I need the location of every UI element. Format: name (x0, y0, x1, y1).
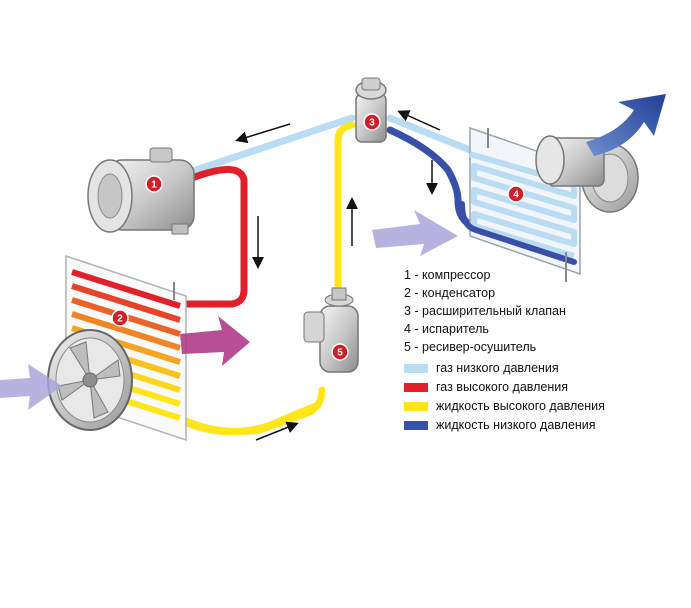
legend-item-low-pressure-liquid: жидкость низкого давления (404, 418, 596, 432)
component-badge-number: 1 (151, 180, 157, 191)
component-label-3: 3 - расширительный клапан (404, 304, 566, 318)
pipe-low-pressure-gas (186, 114, 356, 176)
component-badge-3: 3 (363, 113, 381, 131)
legend-swatch (404, 383, 428, 393)
pipe-low-pressure-gas-evaporator (386, 114, 479, 156)
pipe-high-pressure-gas (174, 166, 248, 308)
airflow-in-condenser-arrow (0, 364, 62, 410)
component-badge-4: 4 (507, 185, 525, 203)
legend-label: газ низкого давления (436, 361, 559, 375)
pipe-low-pressure-liquid (386, 126, 484, 232)
legend-swatch (404, 421, 428, 431)
component-label-1: 1 - компрессор (404, 268, 491, 282)
flow-arrow-to-receiver (255, 421, 299, 441)
legend-swatch (404, 364, 428, 374)
flow-arrow-to-valve (397, 110, 441, 131)
legend-item-high-pressure-liquid: жидкость высокого давления (404, 399, 605, 413)
component-badge-5: 5 (331, 343, 349, 361)
component-badge-number: 2 (117, 314, 123, 325)
component-badge-number: 3 (369, 118, 375, 129)
receiver-drier (303, 287, 359, 373)
component-badge-1: 1 (145, 175, 163, 193)
legend-label: газ высокого давления (436, 380, 569, 394)
component-label-4: 4 - испаритель (404, 322, 489, 336)
legend-item-high-pressure-gas: газ высокого давления (404, 380, 568, 394)
component-badge-2: 2 (111, 309, 129, 327)
component-badge-number: 5 (337, 348, 343, 359)
condenser-fan (47, 329, 133, 431)
component-badge-number: 4 (513, 190, 519, 201)
airflow-hot-arrow (180, 316, 250, 366)
expansion-valve (355, 77, 387, 143)
airflow-out-arrow (586, 94, 666, 156)
legend-swatch (404, 402, 428, 412)
pipe-high-pressure-liquid-bottom (176, 401, 322, 436)
component-label-5: 5 - ресивер-осушитель (404, 340, 537, 354)
legend-label: жидкость низкого давления (436, 418, 596, 432)
flow-arrow-to-compressor (235, 123, 291, 144)
airflow-in-evaporator-arrow (372, 210, 458, 256)
legend-label: жидкость высокого давления (436, 399, 605, 413)
compressor (87, 147, 195, 235)
blower-fan (535, 135, 639, 213)
legend-item-low-pressure-gas: газ низкого давления (404, 361, 559, 375)
component-label-2: 2 - конденсатор (404, 286, 496, 300)
